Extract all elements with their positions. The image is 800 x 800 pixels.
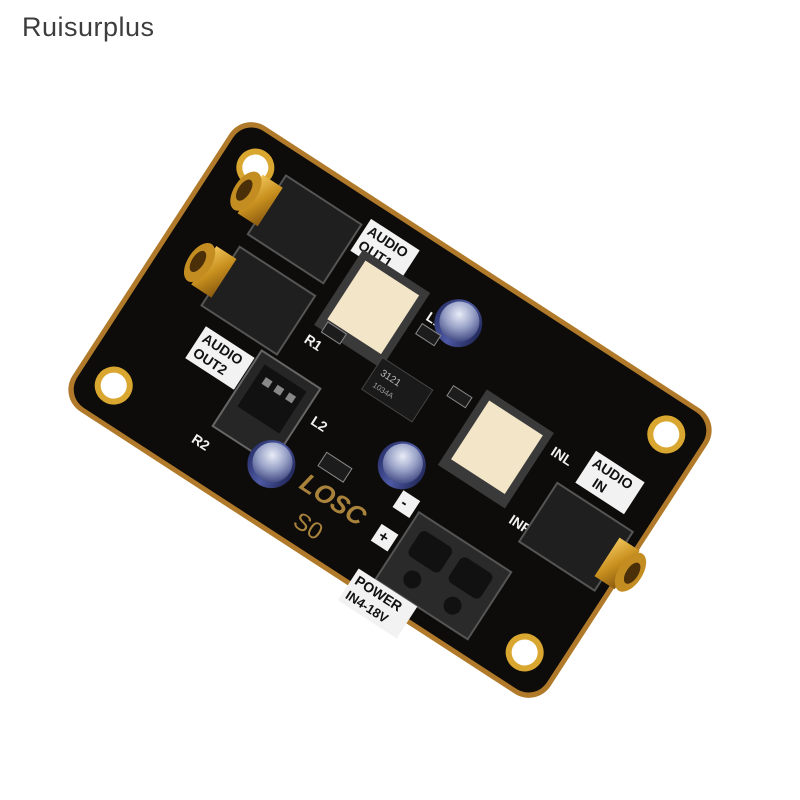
watermark-text: Ruisurplus [22,12,155,42]
power-terminal-block [374,510,513,641]
ic-chip: 3121 1034A [361,356,434,423]
label-l2: L2 [308,413,331,435]
pin-header-connector [211,349,322,466]
audio-in-jack [517,481,647,592]
electrolytic-capacitor [377,441,426,490]
audio-out2-jack [183,242,317,356]
electrolytic-capacitor [247,440,296,489]
mounting-hole [94,148,686,672]
isolation-transformer-2 [437,389,554,509]
audio-out1-jack [230,171,363,285]
electrolytic-capacitor [434,299,483,348]
